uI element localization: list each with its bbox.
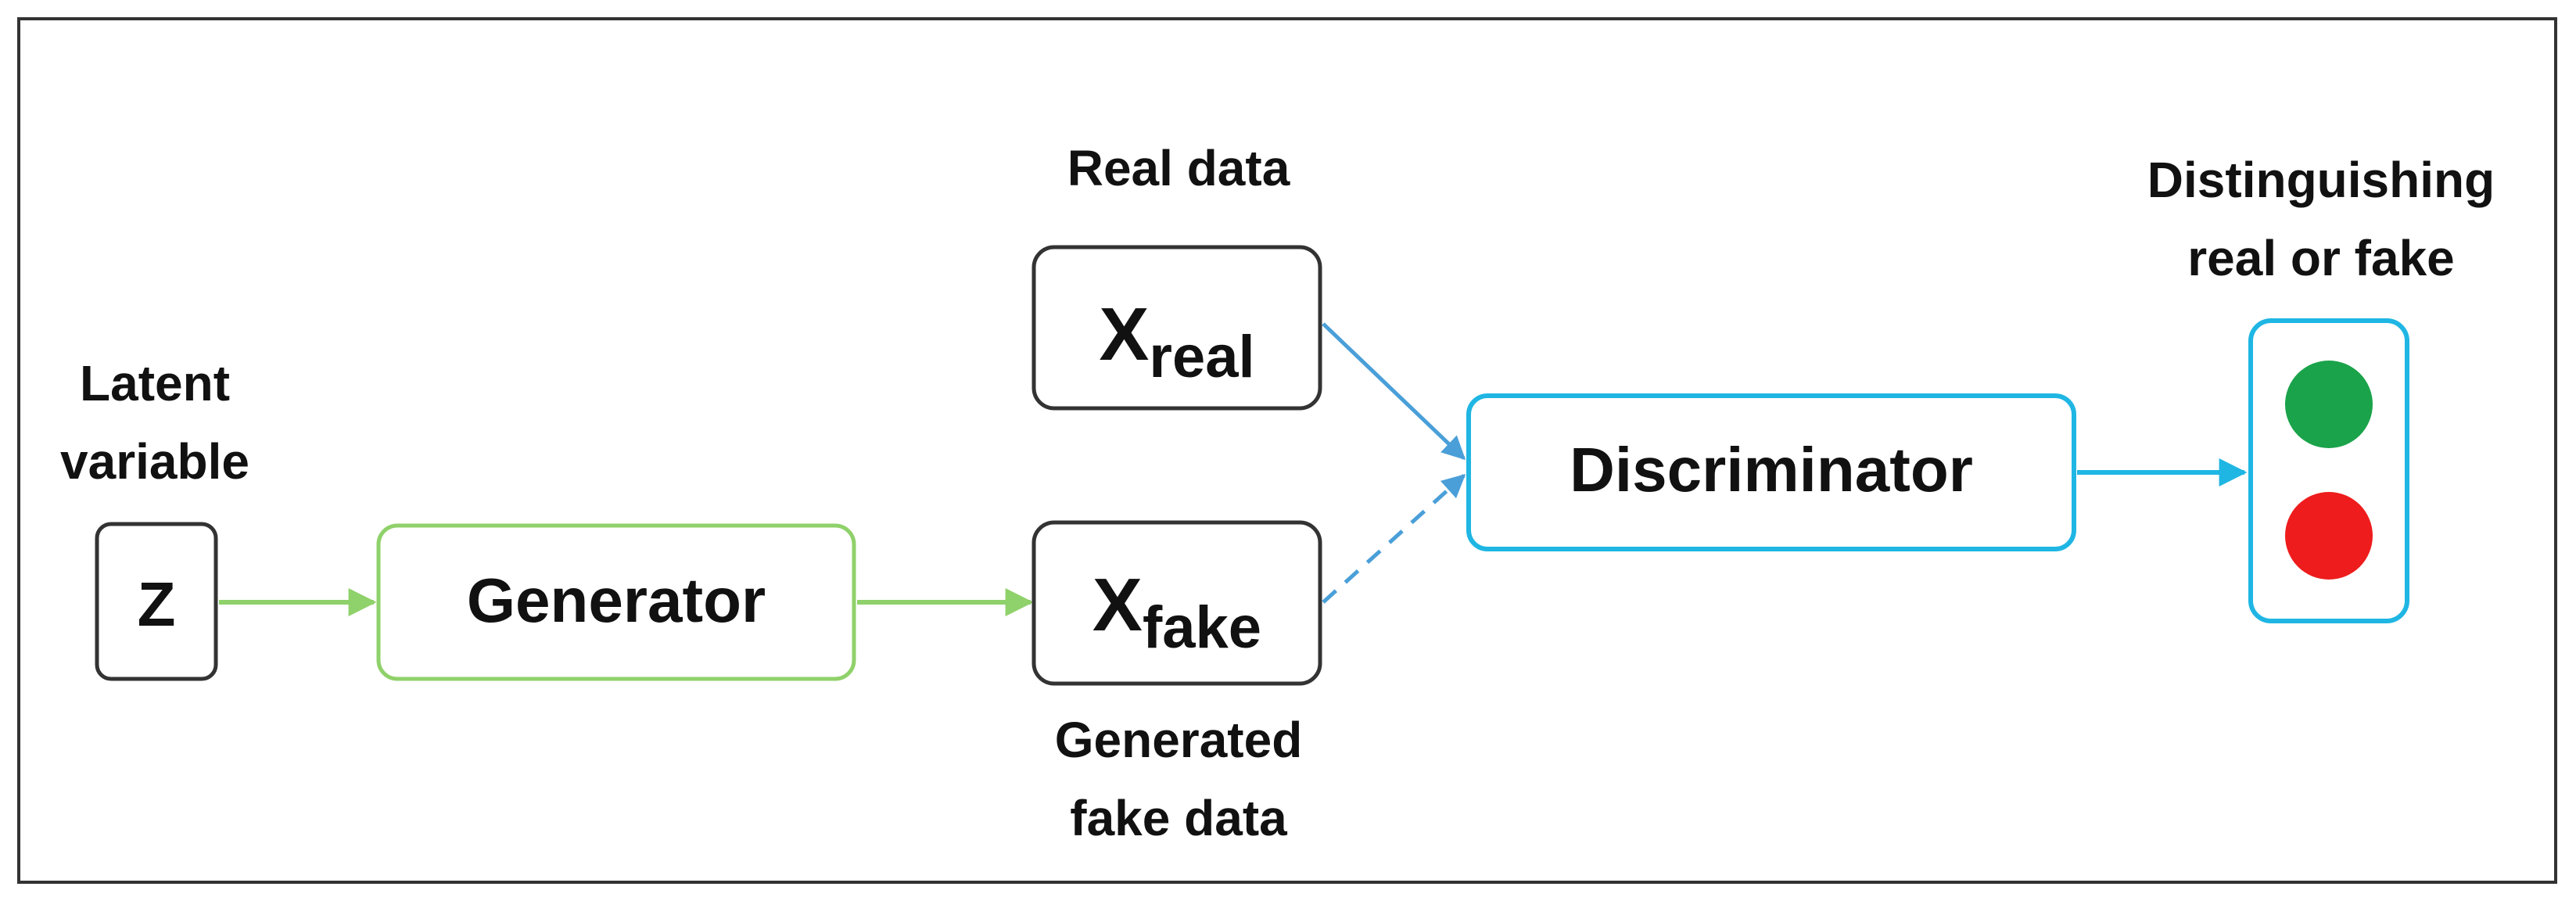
distinguishing-label-line2: real or fake bbox=[2187, 230, 2455, 286]
generator-node bbox=[376, 523, 856, 681]
x-fake-base: X bbox=[1092, 563, 1143, 647]
arrow-xreal-to-discriminator bbox=[1322, 322, 1466, 461]
x-fake-label: Xfake bbox=[1092, 563, 1261, 661]
discriminator-node bbox=[1466, 393, 2076, 551]
real-data-label: Real data bbox=[1067, 140, 1290, 196]
x-real-subscript: real bbox=[1149, 324, 1254, 390]
latent-variable-label-line2: variable bbox=[60, 433, 249, 490]
arrow-xfake-to-discriminator bbox=[1322, 473, 1466, 604]
real-indicator-icon bbox=[2285, 361, 2373, 448]
fake-indicator-icon bbox=[2285, 492, 2373, 580]
x-fake-node bbox=[1031, 520, 1322, 686]
latent-variable-label-line1: Latent bbox=[80, 355, 230, 411]
generated-fake-data-label-line1: Generated bbox=[1055, 712, 1303, 768]
x-real-label: Xreal bbox=[1099, 293, 1254, 390]
distinguishing-label-line1: Distinguishing bbox=[2147, 152, 2495, 208]
x-real-base: X bbox=[1099, 293, 1149, 376]
discriminator-label: Discriminator bbox=[1570, 435, 1973, 504]
x-fake-subscript: fake bbox=[1143, 594, 1261, 661]
outer-frame bbox=[17, 17, 2557, 884]
generated-fake-data-label-line2: fake data bbox=[1070, 790, 1287, 846]
x-real-node bbox=[1031, 245, 1322, 411]
z-label: Z bbox=[138, 569, 176, 639]
generator-label: Generator bbox=[467, 565, 766, 635]
z-node bbox=[95, 522, 218, 681]
